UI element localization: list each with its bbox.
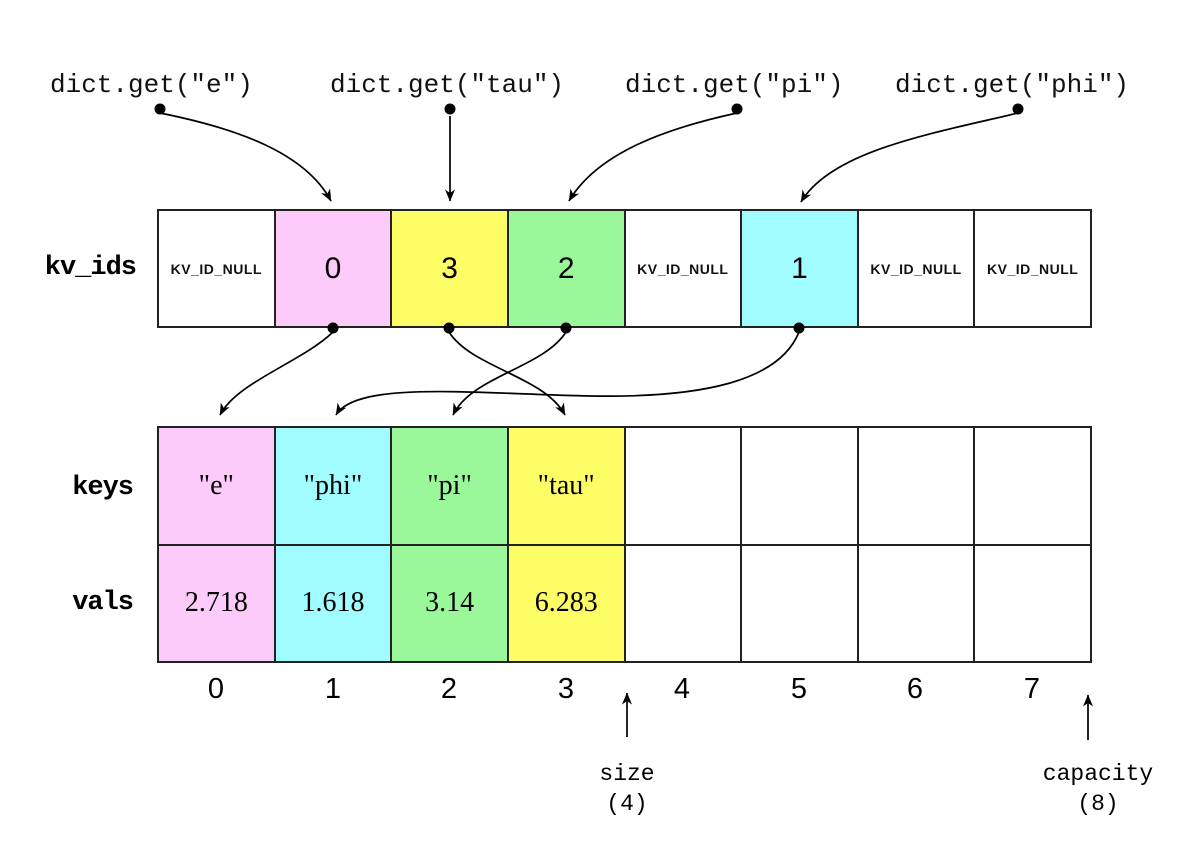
arrow-slot3-to-keys2 [452, 331, 567, 416]
vals-cell-7 [975, 545, 1090, 661]
index-label-2: 2 [440, 673, 458, 705]
size-label: size [599, 761, 655, 787]
index-label-7: 7 [1023, 673, 1041, 705]
size-value: (4) [606, 791, 648, 817]
index-label-5: 5 [790, 673, 808, 705]
keys-vals-table: "e" "phi" "pi" "tau" 2.718 1.618 3.14 6.… [157, 426, 1092, 663]
query-label-tau: dict.get("tau") [330, 70, 565, 100]
query-label-e: dict.get("e") [50, 70, 253, 100]
arrow-query-pi-to-slot3 [568, 112, 738, 202]
index-label-0: 0 [207, 673, 225, 705]
kv-ids-cell-3: 2 [508, 211, 626, 326]
arrow-slot1-to-keys0 [219, 331, 334, 416]
keys-cell-6 [858, 428, 976, 544]
vals-cell-0: 2.718 [159, 545, 276, 661]
capacity-label: capacity [1042, 761, 1154, 787]
dot-query-pi [731, 103, 743, 115]
vals-cell-1: 1.618 [275, 545, 393, 661]
vals-cell-5 [742, 545, 859, 661]
vals-cell-3: 6.283 [508, 545, 626, 661]
index-label-4: 4 [673, 673, 691, 705]
kv-ids-cell-4: KV_ID_NULL [625, 211, 743, 326]
index-label-6: 6 [906, 673, 924, 705]
dot-query-phi [1012, 103, 1024, 115]
arrow-slot5-to-keys1 [335, 331, 800, 416]
arrow-slot2-to-keys3 [448, 331, 566, 416]
dot-query-tau [444, 103, 456, 115]
kv-ids-cell-0: KV_ID_NULL [159, 211, 276, 326]
capacity-value: (8) [1077, 791, 1119, 817]
keys-cell-2: "pi" [392, 428, 509, 544]
arrow-query-e-to-slot1 [159, 112, 332, 202]
dot-query-e [154, 103, 166, 115]
query-label-phi: dict.get("phi") [895, 70, 1130, 100]
kv-ids-cell-7: KV_ID_NULL [975, 211, 1090, 326]
index-label-1: 1 [324, 673, 342, 705]
vals-cell-6 [858, 545, 976, 661]
keys-row: "e" "phi" "pi" "tau" [159, 428, 1090, 546]
kv-ids-cell-1: 0 [275, 211, 393, 326]
keys-cell-5 [742, 428, 859, 544]
kv-ids-row-label: kv_ids [44, 253, 137, 283]
vals-row-label: vals [72, 588, 134, 618]
vals-cell-2: 3.14 [392, 545, 509, 661]
query-label-pi: dict.get("pi") [625, 70, 844, 100]
vals-cell-4 [625, 545, 743, 661]
keys-cell-1: "phi" [275, 428, 393, 544]
keys-row-label: keys [72, 473, 134, 503]
kv-ids-cell-5: 1 [742, 211, 859, 326]
kv-ids-cell-6: KV_ID_NULL [858, 211, 976, 326]
keys-cell-0: "e" [159, 428, 276, 544]
keys-cell-3: "tau" [508, 428, 626, 544]
keys-cell-7 [975, 428, 1090, 544]
index-label-3: 3 [557, 673, 575, 705]
arrow-query-phi-to-slot5 [800, 112, 1019, 203]
vals-row: 2.718 1.618 3.14 6.283 [159, 545, 1090, 661]
kv-ids-array: KV_ID_NULL 0 3 2 KV_ID_NULL 1 KV_ID_NULL… [157, 209, 1092, 328]
keys-cell-4 [625, 428, 743, 544]
kv-ids-cell-2: 3 [392, 211, 509, 326]
